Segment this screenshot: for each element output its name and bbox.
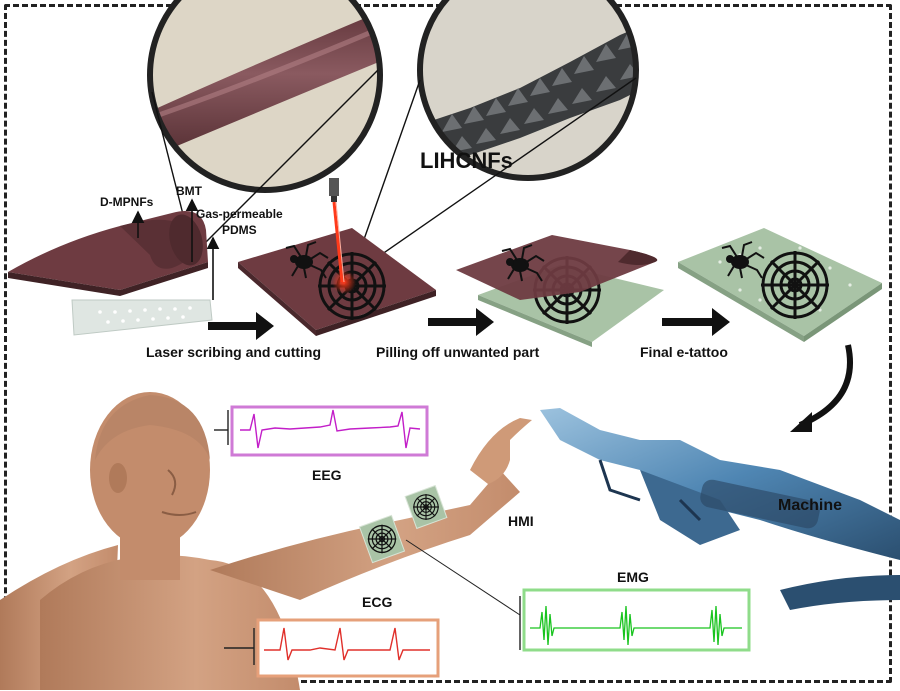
ecg-signal-panel — [224, 618, 440, 678]
final-tattoo — [678, 228, 882, 342]
robot-hand — [540, 408, 900, 610]
pilling-off-label: Pilling off unwanted part — [376, 344, 540, 360]
magnified-fiber-view — [147, 0, 383, 193]
gas-permeable-label: Gas-permeable — [196, 207, 283, 221]
process-arrows — [208, 308, 853, 432]
layered-film — [8, 211, 213, 336]
peeling-film — [456, 235, 664, 347]
final-tattoo-label: Final e-tattoo — [640, 344, 728, 360]
magnified-lihcnfs-view — [417, 0, 639, 181]
emg-signal-panel — [405, 539, 751, 652]
eeg-signal-panel — [214, 405, 429, 457]
arm-tattoo-patches — [358, 484, 448, 564]
eeg-label: EEG — [312, 467, 342, 483]
pdms-label: PDMS — [222, 223, 257, 237]
ecg-label: ECG — [362, 594, 392, 610]
bmt-label: BMT — [176, 184, 203, 198]
hmi-label: HMI — [508, 513, 534, 529]
lihcnfs-label: LIHCNFs — [420, 148, 513, 173]
laser-beam — [329, 178, 345, 283]
laser-scribed-film — [238, 228, 436, 336]
laser-scribing-label: Laser scribing and cutting — [146, 344, 321, 360]
emg-label: EMG — [617, 569, 649, 585]
machine-label: Machine — [778, 497, 842, 514]
d-mpnfs-label: D-MPNFs — [100, 195, 154, 209]
